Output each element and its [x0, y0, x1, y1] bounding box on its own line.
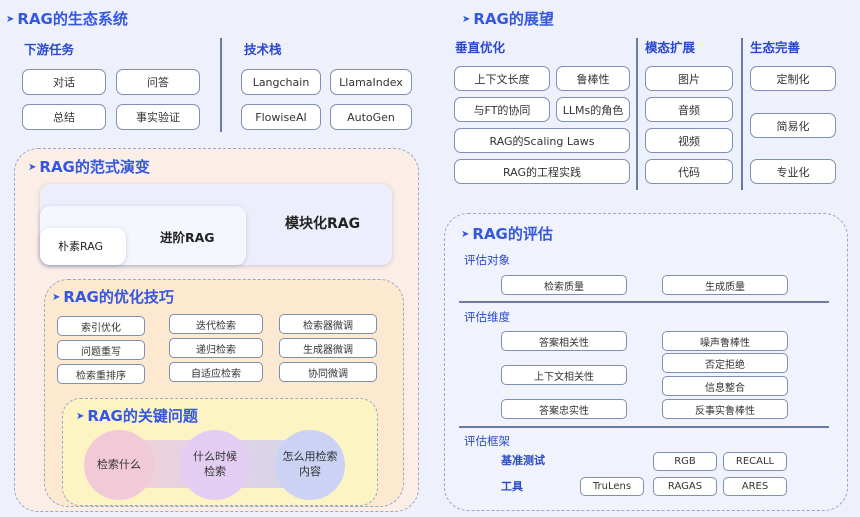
double-arrow-icon: ➤ — [462, 13, 471, 25]
optimization-title: ➤ RAG的优化技巧 — [52, 288, 174, 306]
optimization-item: 自适应检索 — [169, 362, 263, 382]
vertical-item: RAG的工程实践 — [454, 159, 630, 184]
downstream-item: 总结 — [22, 104, 106, 130]
benchmark-label: 基准测试 — [501, 454, 545, 467]
tool-item: ARES — [723, 477, 787, 496]
outlook-title: ➤ RAG的展望 — [462, 10, 554, 28]
tool-item: TruLens — [580, 477, 644, 496]
optimization-item: 迭代检索 — [169, 314, 263, 334]
ecology-item: 简易化 — [750, 113, 836, 138]
eval-dimension-item: 噪声鲁棒性 — [662, 331, 788, 351]
modality-title: 模态扩展 — [645, 40, 696, 55]
vertical-title: 垂直优化 — [455, 40, 506, 55]
eval-dimension-item: 信息整合 — [662, 376, 788, 396]
benchmark-item: RECALL — [723, 452, 787, 471]
modality-item: 图片 — [645, 66, 733, 91]
modular-rag-label: 模块化RAG — [285, 216, 361, 232]
ecology-title: 生态完善 — [750, 40, 801, 55]
double-arrow-icon: ➤ — [52, 291, 61, 303]
divider — [220, 38, 222, 132]
key-issue-item: 检索什么 — [84, 430, 154, 500]
modality-item: 视频 — [645, 128, 733, 153]
vertical-item: LLMs的角色 — [556, 97, 630, 122]
optimization-item: 协同微调 — [279, 362, 377, 382]
tools-label: 工具 — [501, 480, 523, 493]
eval-dimension-title: 评估维度 — [464, 310, 510, 324]
techstack-item: Langchain — [241, 69, 321, 95]
evaluation-title: ➤ RAG的评估 — [461, 225, 553, 243]
eval-dimension-item: 反事实鲁棒性 — [662, 399, 788, 419]
double-arrow-icon: ➤ — [461, 228, 470, 240]
double-arrow-icon: ➤ — [6, 13, 15, 25]
downstream-title: 下游任务 — [24, 42, 75, 57]
modality-item: 代码 — [645, 159, 733, 184]
techstack-title: 技术栈 — [244, 42, 282, 57]
double-arrow-icon: ➤ — [28, 161, 37, 173]
divider — [459, 301, 829, 303]
advanced-rag-label: 进阶RAG — [160, 230, 215, 245]
optimization-item: 检索重排序 — [57, 364, 145, 384]
optimization-item: 检索器微调 — [279, 314, 377, 334]
key-issues-title: ➤ RAG的关键问题 — [76, 407, 198, 425]
techstack-item: LlamaIndex — [330, 69, 412, 95]
divider — [741, 38, 743, 190]
downstream-item: 事实验证 — [116, 104, 200, 130]
divider — [459, 426, 829, 428]
eval-dimension-item: 答案忠实性 — [501, 399, 627, 419]
key-issue-item: 怎么用检索 内容 — [275, 430, 345, 500]
paradigm-title: ➤ RAG的范式演变 — [28, 158, 150, 176]
eval-target-title: 评估对象 — [464, 253, 510, 267]
ecology-item: 专业化 — [750, 159, 836, 184]
eval-dimension-item: 否定拒绝 — [662, 353, 788, 373]
optimization-item: 递归检索 — [169, 338, 263, 358]
optimization-item: 问题重写 — [57, 340, 145, 360]
optimization-item: 生成器微调 — [279, 338, 377, 358]
techstack-item: FlowiseAI — [241, 104, 321, 130]
divider — [636, 38, 638, 190]
eval-dimension-item: 答案相关性 — [501, 331, 627, 351]
benchmark-item: RGB — [653, 452, 717, 471]
key-issue-item: 什么时候 检索 — [180, 430, 250, 500]
tool-item: RAGAS — [653, 477, 717, 496]
downstream-item: 问答 — [116, 69, 200, 95]
ecology-item: 定制化 — [750, 66, 836, 91]
vertical-item: 与FT的协同 — [454, 97, 550, 122]
naive-rag-label: 朴素RAG — [58, 240, 104, 253]
vertical-item: RAG的Scaling Laws — [454, 128, 630, 153]
eval-target-item: 生成质量 — [662, 275, 788, 295]
naive-rag-box — [40, 228, 126, 265]
eval-dimension-item: 上下文相关性 — [501, 365, 627, 385]
techstack-item: AutoGen — [330, 104, 412, 130]
downstream-item: 对话 — [22, 69, 106, 95]
double-arrow-icon: ➤ — [76, 410, 85, 422]
eval-target-item: 检索质量 — [501, 275, 627, 295]
modality-item: 音频 — [645, 97, 733, 122]
ecosystem-title: ➤ RAG的生态系统 — [6, 10, 128, 28]
optimization-item: 索引优化 — [57, 316, 145, 336]
eval-framework-title: 评估框架 — [464, 434, 510, 448]
vertical-item: 鲁棒性 — [556, 66, 630, 91]
vertical-item: 上下文长度 — [454, 66, 550, 91]
